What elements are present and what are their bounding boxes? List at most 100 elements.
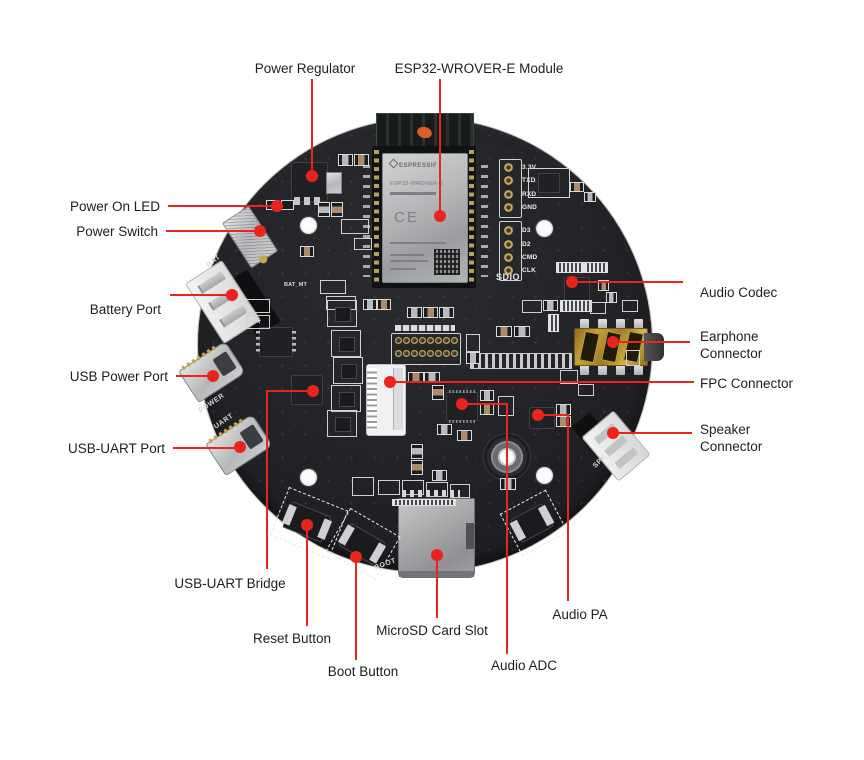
callout-dot xyxy=(234,441,246,453)
passive-component xyxy=(626,350,640,366)
passive-component xyxy=(560,370,578,384)
outlined-ic-footprint xyxy=(528,168,570,198)
callout-dot xyxy=(532,409,544,421)
earphone-tab xyxy=(616,365,625,375)
header-2x8-box xyxy=(391,333,461,365)
callout-line xyxy=(396,381,694,383)
callout-line xyxy=(166,230,260,232)
header-pin xyxy=(504,240,513,249)
callout-line xyxy=(355,557,357,660)
passive-component xyxy=(423,307,438,318)
callout-label: Boot Button xyxy=(327,664,399,679)
earphone-tab xyxy=(634,319,643,329)
passive-component xyxy=(341,219,369,234)
earphone-tab xyxy=(580,365,589,375)
esp32-module-shield: ESPRESSIF ESP32-WROVER-E CE xyxy=(382,153,468,283)
soic-pins xyxy=(256,331,260,353)
callout-label: ESP32-WROVER-E Module xyxy=(394,61,564,76)
header-pin xyxy=(443,337,450,344)
passive-component xyxy=(327,410,357,437)
callout-dot xyxy=(226,289,238,301)
passive-component xyxy=(578,384,594,396)
passive-component xyxy=(622,300,638,312)
callout-line xyxy=(506,403,508,654)
adc-pins xyxy=(449,390,475,393)
header-pin xyxy=(411,337,418,344)
callout-label: Power Switch xyxy=(76,224,158,239)
small-ic xyxy=(538,173,560,193)
passive-component xyxy=(378,480,400,495)
mounting-hole xyxy=(300,217,317,234)
passive-component xyxy=(402,480,424,495)
earphone-tab xyxy=(598,365,607,375)
header-pin xyxy=(451,337,458,344)
callout-dot xyxy=(271,200,283,212)
header-pin xyxy=(504,226,513,235)
battery-pin xyxy=(197,271,226,294)
callout-line xyxy=(619,432,692,434)
sdio-header-box-2 xyxy=(499,221,522,281)
header-pin xyxy=(504,176,513,185)
passive-component xyxy=(514,326,530,337)
header-pin xyxy=(504,163,513,172)
spk-pin xyxy=(614,447,639,470)
passive-component xyxy=(352,477,374,496)
espressif-logo: ESPRESSIF xyxy=(388,158,438,169)
passive-component xyxy=(590,302,606,314)
espressif-logo-icon xyxy=(388,158,399,169)
passive-component xyxy=(318,202,330,217)
castellated-pads-right xyxy=(469,150,474,284)
passive-component xyxy=(522,300,542,313)
microsd-notch xyxy=(466,523,474,549)
callout-label: USB-UART Bridge xyxy=(174,576,286,591)
passive-component xyxy=(500,478,516,490)
microsd-pins xyxy=(402,490,460,497)
passive-component xyxy=(331,385,361,412)
callout-label: USB Power Port xyxy=(69,369,168,384)
callout-line xyxy=(170,294,232,296)
passive-component xyxy=(543,300,558,311)
callout-label: Power Regulator xyxy=(254,61,356,76)
module-model-text: ESP32-WROVER-E xyxy=(390,181,444,187)
fpc-latch xyxy=(393,368,403,430)
header-pin xyxy=(419,350,426,357)
earphone-tab xyxy=(634,365,643,375)
passive-component xyxy=(598,280,609,291)
callout-label: USB-UART Port xyxy=(67,441,165,456)
passive-component xyxy=(426,482,448,497)
passive-component xyxy=(377,299,391,310)
callout-dot xyxy=(306,170,318,182)
header-pin xyxy=(419,337,426,344)
regulator-pin xyxy=(304,197,310,205)
pin-label-strip-right xyxy=(481,165,488,277)
callout-label: Reset Button xyxy=(252,631,332,646)
module-text-bar xyxy=(390,260,428,262)
callout-label: Audio Codec xyxy=(700,285,778,300)
espressif-brand-text: ESPRESSIF xyxy=(399,163,438,169)
callout-line xyxy=(619,341,690,343)
callout-label: Power On LED xyxy=(69,199,160,214)
module-text-bar xyxy=(390,192,436,195)
earphone-tab xyxy=(580,319,589,329)
header-pin xyxy=(427,350,434,357)
callout-line xyxy=(544,414,569,416)
soic-pins xyxy=(292,331,296,353)
callout-line xyxy=(436,555,438,618)
passive-component xyxy=(354,154,369,166)
earphone-tab xyxy=(616,319,625,329)
passive-component xyxy=(333,357,363,384)
header-pin xyxy=(395,350,402,357)
header-pin xyxy=(427,337,434,344)
mounting-hole xyxy=(300,469,317,486)
module-qr-code xyxy=(434,249,460,275)
passive-component xyxy=(246,299,270,313)
passive-component xyxy=(480,390,494,401)
header-pin xyxy=(435,350,442,357)
callout-line xyxy=(567,414,569,601)
mounting-hole xyxy=(536,467,553,484)
passive-component xyxy=(331,330,361,357)
header-pin xyxy=(403,350,410,357)
callout-line xyxy=(468,403,508,405)
header-pin xyxy=(504,190,513,199)
callout-label: Audio PA xyxy=(552,607,608,622)
